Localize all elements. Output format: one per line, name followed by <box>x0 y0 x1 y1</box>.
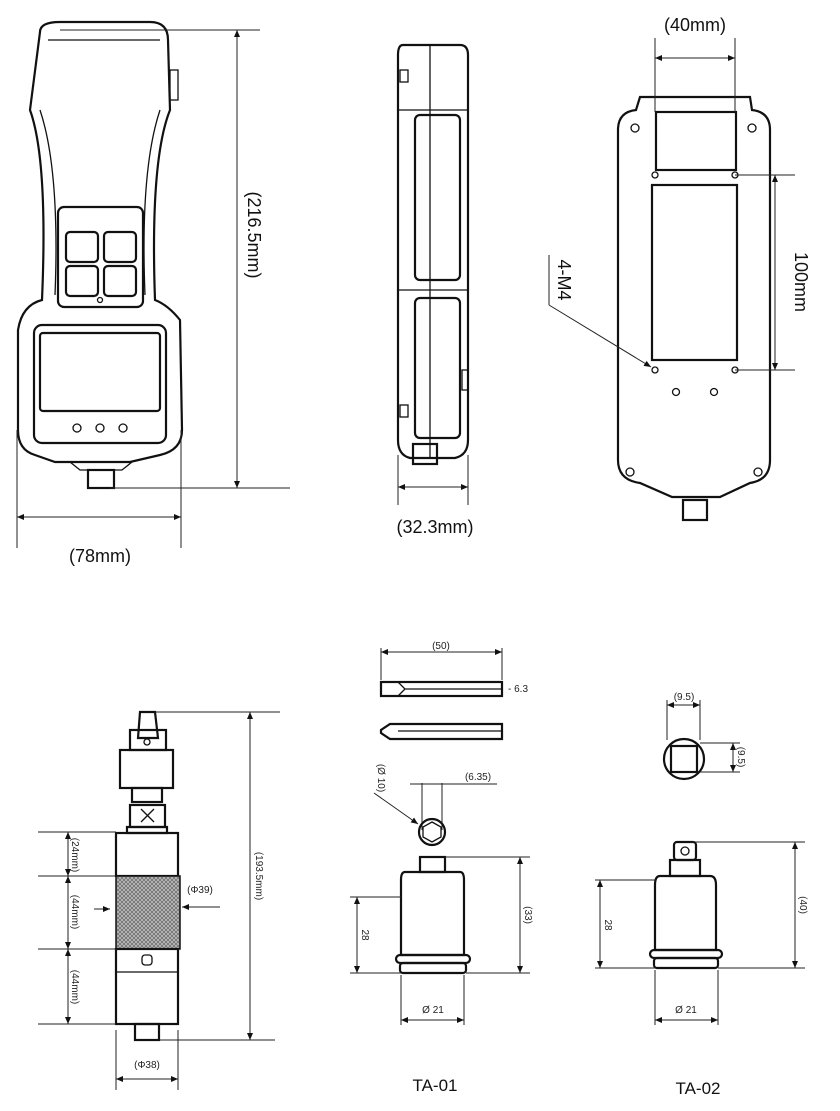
ta01-name: TA-01 <box>412 1076 457 1095</box>
bit-length-label: (50) <box>432 641 450 652</box>
ta02-drawing: (9.5) (9.5) 28 (40) Ø 21 TA-02 <box>595 692 808 1098</box>
front-width-label: (78mm) <box>69 546 131 566</box>
mount-holes-label: 4-M4 <box>554 259 574 300</box>
display-screen <box>38 331 162 413</box>
square-height-label: (9.5) <box>735 747 746 768</box>
ta02-name: TA-02 <box>675 1079 720 1098</box>
key-button <box>64 230 100 264</box>
hex-size-label: (6.35) <box>465 772 491 783</box>
grip-diameter-label: (Φ39) <box>187 885 213 896</box>
square-width-label: (9.5) <box>674 692 695 703</box>
ta01-diameter-label: Ø 21 <box>422 1005 444 1016</box>
keypad <box>56 205 145 309</box>
seg3-label: (44mm) <box>69 970 80 1004</box>
total-length-label: (193.5mm) <box>253 852 264 900</box>
front-view: (216.5mm) (78mm) <box>16 20 290 566</box>
key-button <box>102 230 138 264</box>
ta01-total-label: (33) <box>522 906 533 924</box>
knurled-grip <box>115 875 181 950</box>
bit-width-label: - 6.3 <box>508 684 528 695</box>
key-button <box>102 264 138 298</box>
ta02-total-label: (40) <box>797 896 808 914</box>
back-view: (40mm) 100mm 4-M4 <box>548 15 811 522</box>
ta02-diameter-label: Ø 21 <box>675 1005 697 1016</box>
seg1-label: (24mm) <box>69 838 80 872</box>
ta01-drawing: (50) - 6.3 (Ø 10) (6.35) 28 (33) Ø 21 TA… <box>350 641 533 1095</box>
front-height-label: (216.5mm) <box>244 191 264 278</box>
torque-adapter-drawing: (24mm) (44mm) (44mm) (Φ39) (193.5mm) (Φ3… <box>38 710 280 1090</box>
base-diameter-label: (Φ38) <box>134 1060 160 1071</box>
side-depth-label: (32.3mm) <box>396 517 473 537</box>
side-view: (32.3mm) <box>396 43 474 537</box>
key-button <box>64 264 100 298</box>
socket-diameter-label: (Ø 10) <box>375 764 386 792</box>
hole-spacing-label: 100mm <box>791 252 811 312</box>
ta01-height-label: 28 <box>359 929 370 941</box>
ta02-height-label: 28 <box>602 919 613 931</box>
back-top-width-label: (40mm) <box>664 15 726 35</box>
seg2-label: (44mm) <box>69 895 80 929</box>
